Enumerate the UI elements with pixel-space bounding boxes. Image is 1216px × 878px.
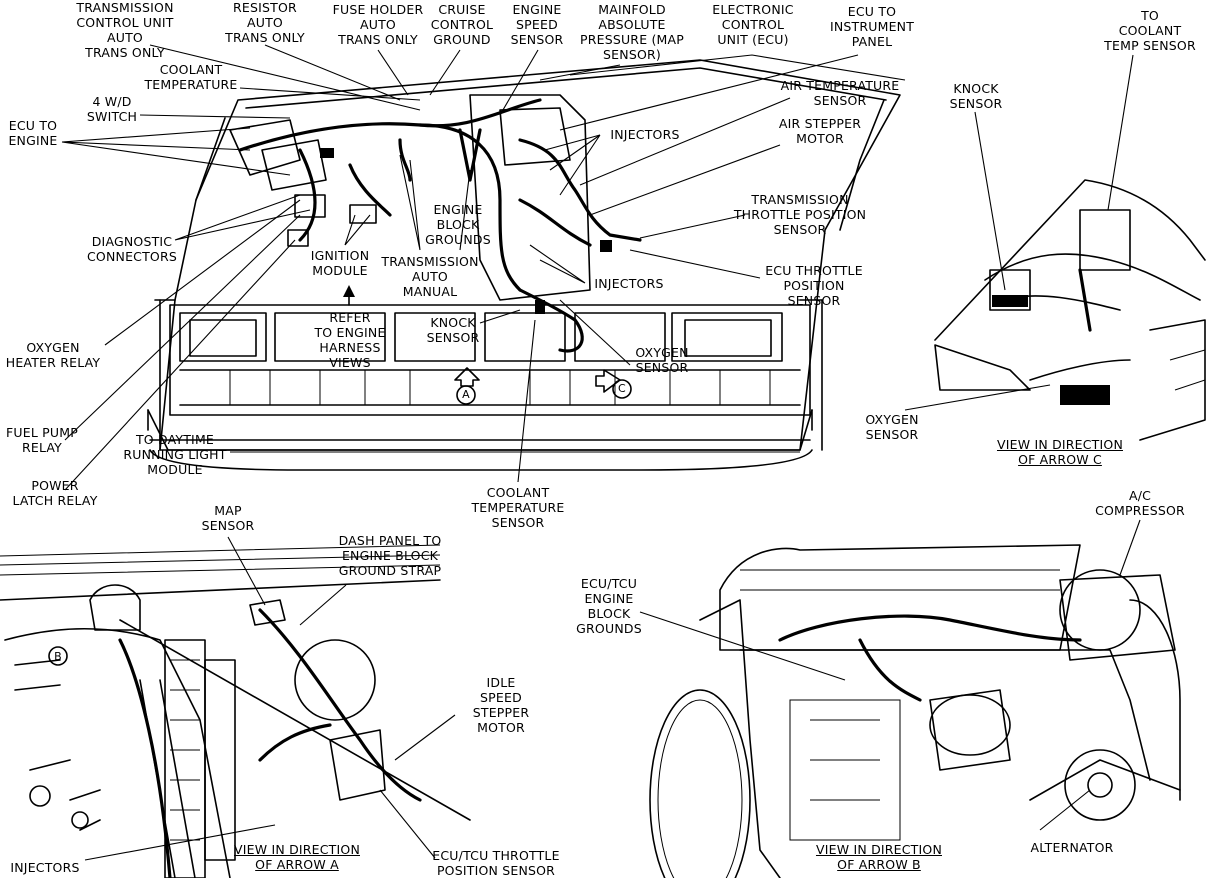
label-dash-panel-ground-strap: DASH PANEL TO ENGINE BLOCK GROUND STRAP (338, 533, 442, 578)
label-engine-speed-sensor: ENGINE SPEED SENSOR (510, 2, 564, 47)
view-a-illustration (0, 544, 471, 878)
main-leader-lines (61, 44, 906, 491)
label-air-stepper-motor: AIR STEPPER MOTOR (778, 116, 862, 146)
marker-b: B (54, 650, 62, 663)
arrow-a-marker: A (462, 388, 470, 401)
label-ignition-module: IGNITION MODULE (310, 248, 370, 278)
label-alternator: ALTERNATOR (1030, 840, 1114, 855)
label-refer-to-engine-harness: REFER TO ENGINE HARNESS VIEWS (314, 310, 386, 370)
label-coolant-temperature: COOLANT TEMPERATURE (144, 62, 238, 92)
label-oxygen-heater-relay: OXYGEN HEATER RELAY (5, 340, 101, 370)
caption-view-arrow-c: VIEW IN DIRECTION OF ARROW C (996, 437, 1123, 467)
label-daytime-running-light-module: TO DAYTIME RUNNING LIGHT MODULE (123, 432, 227, 477)
label-ecu-tcu-engine-block-grounds: ECU/TCU ENGINE BLOCK GROUNDS (576, 576, 642, 636)
label-resistor: RESISTOR AUTO TRANS ONLY (225, 0, 305, 45)
label-oxygen-sensor-view-c: OXYGEN SENSOR (865, 412, 919, 442)
label-transmission-control-unit: TRANSMISSION CONTROL UNIT AUTO TRANS ONL… (76, 0, 174, 60)
label-ecu-tcu-throttle-position: ECU/TCU THROTTLE POSITION SENSOR (432, 848, 560, 878)
label-cruise-control-ground: CRUISE CONTROL GROUND (430, 2, 494, 47)
label-oxygen-sensor-main: OXYGEN SENSOR (635, 345, 689, 375)
view-b-illustration (649, 544, 1181, 878)
caption-view-arrow-b: VIEW IN DIRECTION OF ARROW B (815, 842, 942, 872)
label-injectors-upper: INJECTORS (610, 127, 680, 142)
label-knock-sensor-main: KNOCK SENSOR (426, 315, 480, 345)
label-transmission-throttle-position: TRANSMISSION THROTTLE POSITION SENSOR (733, 192, 867, 237)
label-ac-compressor: A/C COMPRESSOR (1095, 488, 1185, 518)
label-knock-sensor-view-c: KNOCK SENSOR (949, 81, 1003, 111)
label-map-sensor-view-a: MAP SENSOR (201, 503, 255, 533)
label-electronic-control-unit: ELECTRONIC CONTROL UNIT (ECU) (712, 2, 794, 47)
label-transmission-auto-manual: TRANSMISSION AUTO MANUAL (381, 254, 479, 299)
view-a-leader-lines (84, 536, 456, 861)
label-injectors-lower: INJECTORS (594, 276, 664, 291)
label-air-temperature-sensor: AIR TEMPERATURE SENSOR (780, 78, 900, 108)
label-fuse-holder: FUSE HOLDER AUTO TRANS ONLY (332, 2, 424, 47)
label-injectors-view-a: INJECTORS (10, 860, 80, 875)
label-fuel-pump-relay: FUEL PUMP RELAY (6, 425, 78, 455)
view-b-leader-lines (639, 519, 1141, 831)
label-map-sensor-top: MAINFOLD ABSOLUTE PRESSURE (MAP SENSOR) (579, 2, 685, 62)
arrow-c-marker: C (618, 382, 626, 395)
label-idle-speed-stepper-motor: IDLE SPEED STEPPER MOTOR (472, 675, 530, 735)
label-4wd-switch: 4 W/D SWITCH (86, 94, 138, 124)
label-ecu-to-engine: ECU TO ENGINE (8, 118, 58, 148)
label-to-coolant-temp-sensor: TO COOLANT TEMP SENSOR (1104, 8, 1196, 53)
label-engine-block-grounds: ENGINE BLOCK GROUNDS (425, 202, 491, 247)
view-c-illustration (934, 179, 1206, 441)
label-diagnostic-connectors: DIAGNOSTIC CONNECTORS (87, 234, 177, 264)
label-power-latch-relay: POWER LATCH RELAY (12, 478, 98, 508)
label-coolant-temperature-sensor: COOLANT TEMPERATURE SENSOR (471, 485, 565, 530)
view-c-leader-lines (904, 54, 1134, 411)
caption-view-arrow-a: VIEW IN DIRECTION OF ARROW A (233, 842, 360, 872)
label-ecu-to-instrument-panel: ECU TO INSTRUMENT PANEL (829, 4, 915, 49)
label-ecu-throttle-position: ECU THROTTLE POSITION SENSOR (765, 263, 863, 308)
